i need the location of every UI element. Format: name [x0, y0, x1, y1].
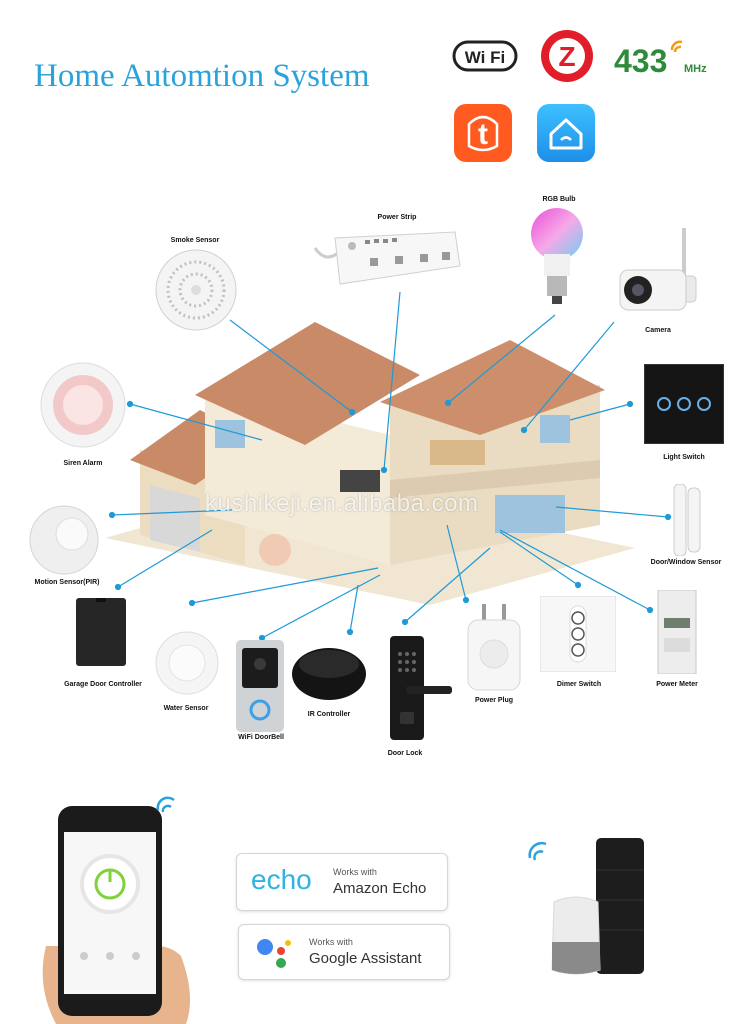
rf-number: 433 [614, 43, 667, 79]
light-switch-label: Light Switch [663, 454, 705, 461]
page-title: Home Automtion System [34, 58, 370, 94]
siren-alarm-image [40, 362, 126, 448]
camera-label: Camera [645, 327, 671, 334]
rgb-bulb-image [531, 208, 583, 304]
smart-home-app-icon [537, 104, 595, 162]
wifi-logo: Wi Fi [452, 40, 518, 72]
tuya-letter: t [478, 118, 488, 151]
tuya-app-icon: t [454, 104, 512, 162]
wifi-logo-text: Wi Fi [465, 48, 505, 67]
google-assistant-badge: Works with Google Assistant [238, 924, 450, 980]
motion-sensor-image [29, 505, 99, 575]
dimer-switch-image [540, 596, 616, 672]
water-sensor-label: Water Sensor [163, 705, 209, 712]
house-illustration [105, 322, 635, 605]
watermark: kushikeji.en.alibaba.com [205, 490, 479, 517]
ga-works-with: Works with [309, 937, 353, 947]
smoke-sensor-image [155, 249, 237, 331]
google-assistant-icon [257, 939, 291, 968]
amazon-echo-badge: echo Works with Amazon Echo [236, 853, 448, 911]
door-window-sensor-label: Door/Window Sensor [650, 559, 722, 566]
power-plug-label: Power Plug [474, 697, 514, 704]
echo-brand-name: Amazon Echo [333, 880, 427, 897]
ga-brand-name: Google Assistant [309, 950, 422, 967]
door-lock-label: Door Lock [387, 750, 423, 757]
siren-alarm-label: Siren Alarm [63, 460, 103, 467]
rf-unit: MHz [684, 63, 707, 75]
door-window-sensor-image [673, 484, 701, 556]
power-strip-image [313, 231, 461, 285]
wifi-doorbell-image [236, 640, 284, 732]
rf-433mhz-logo: 433 MHz [614, 40, 707, 79]
echo-logo-text: echo [251, 864, 312, 895]
smartphone-app-image [42, 796, 190, 1024]
camera-image [619, 228, 697, 311]
garage-door-controller-image [76, 598, 126, 666]
zigbee-logo: Z [541, 30, 593, 82]
dimer-switch-label: Dimer Switch [556, 681, 602, 688]
wifi-doorbell-label: WiFi DoorBell [238, 734, 284, 741]
smart-speakers-image [528, 838, 644, 975]
power-meter-image [657, 590, 697, 674]
door-lock-image [390, 636, 452, 740]
echo-works-with: Works with [333, 867, 377, 877]
power-meter-label: Power Meter [656, 681, 698, 688]
light-switch-image [644, 364, 724, 444]
motion-sensor-label: Motion Sensor(PIR) [34, 579, 100, 586]
ir-controller-image [292, 648, 366, 700]
power-strip-label: Power Strip [377, 214, 417, 221]
smoke-sensor-label: Smoke Sensor [170, 237, 220, 244]
zigbee-letter: Z [558, 41, 575, 72]
garage-door-controller-label: Garage Door Controller [64, 681, 142, 688]
power-plug-image [467, 604, 521, 691]
ir-controller-label: IR Controller [307, 711, 351, 718]
water-sensor-image [155, 631, 219, 695]
rgb-bulb-label: RGB Bulb [542, 196, 576, 203]
